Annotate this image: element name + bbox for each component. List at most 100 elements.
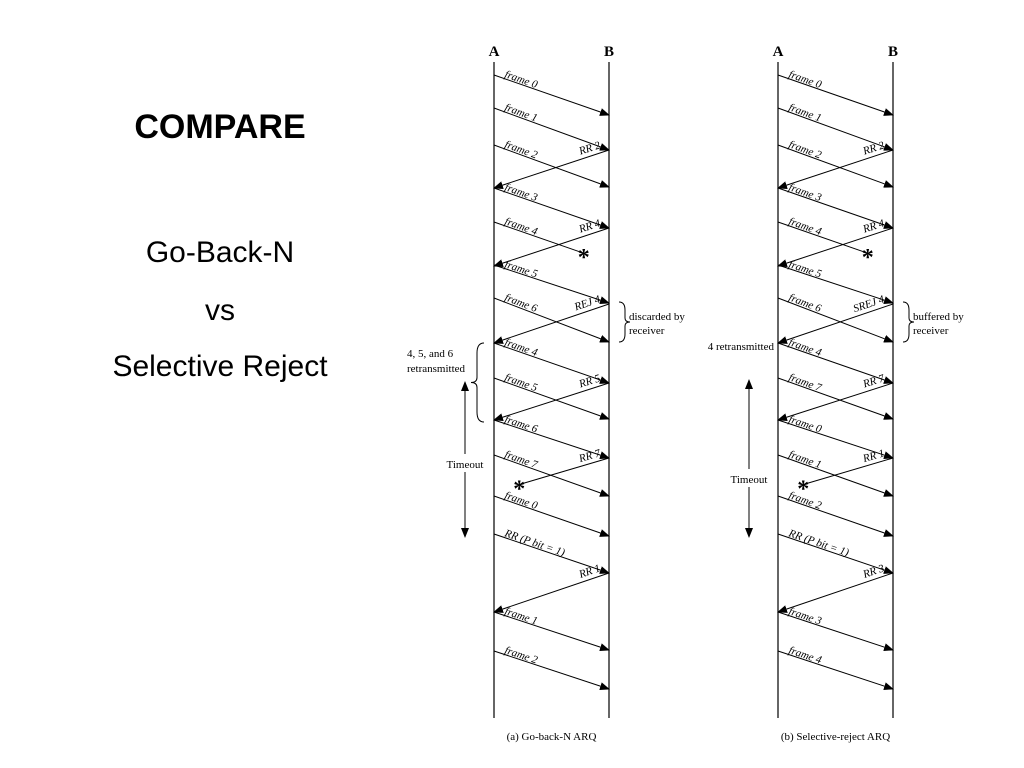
gbn-message-arrow-18	[493, 572, 610, 613]
gbn-message-arrow-15	[519, 457, 610, 485]
gbn-message-label-3: RR 2	[577, 139, 603, 158]
srej-message-arrow-5	[777, 221, 868, 254]
gbn-station-b: B	[604, 44, 614, 60]
gbn-message-label-10: frame 4	[503, 336, 539, 359]
srej-message-arrow-13	[777, 419, 894, 459]
gbn-message-arrow-20	[493, 650, 610, 690]
gbn-message-label-8: frame 6	[503, 292, 539, 316]
srej-message-label-13: frame 0	[787, 413, 823, 435]
gbn-message-label-6: RR 4	[577, 217, 603, 236]
gbn-message-label-0: frame 0	[503, 68, 539, 91]
srej-message-label-4: frame 3	[787, 181, 823, 204]
srej-lost-marker-5: *	[862, 245, 874, 271]
srej-message-label-10: frame 4	[787, 336, 823, 359]
gbn-message-label-14: frame 7	[503, 449, 539, 472]
srej-brace-label-1: buffered by	[913, 311, 964, 323]
srej-message-label-11: frame 7	[787, 372, 823, 395]
gbn-message-label-5: frame 4	[503, 215, 539, 238]
gbn-message-label-11: frame 5	[503, 372, 539, 395]
gbn-message-arrow-8	[493, 297, 610, 343]
gbn-message-label-9: REJ 4	[572, 293, 602, 313]
gbn-message-label-2: frame 2	[503, 139, 539, 162]
srej-message-label-12: RR 7	[861, 372, 887, 391]
gbn-message-label-17: RR (P bit = 1)	[502, 527, 567, 559]
srej-message-label-3: RR 2	[861, 139, 887, 158]
srej-message-arrow-2	[777, 144, 894, 188]
srej-message-label-7: frame 5	[787, 258, 823, 280]
srej-message-arrow-1	[777, 107, 894, 151]
srej-message-label-8: frame 6	[787, 292, 823, 316]
gbn-message-arrow-10	[493, 342, 610, 384]
srej-message-label-0: frame 0	[787, 68, 823, 91]
srej-message-label-18: RR 3	[861, 562, 887, 581]
srej-message-label-14: frame 1	[787, 449, 823, 472]
gbn-message-arrow-0	[493, 74, 610, 116]
srej-message-arrow-11	[777, 377, 894, 420]
srej-message-arrow-18	[777, 572, 894, 613]
gbn-message-arrow-11	[493, 377, 610, 420]
srej-lost-marker-15: *	[797, 477, 809, 503]
srej-message-arrow-19	[777, 611, 894, 651]
srej-message-arrow-3	[777, 149, 894, 189]
srej-message-arrow-12	[777, 382, 894, 422]
subtitle-vs: vs	[205, 294, 235, 327]
srej-message-arrow-4	[777, 187, 894, 229]
subtitle-go-back-n: Go-Back-N	[145, 236, 295, 269]
gbn-brace-label-1: discarded by	[629, 311, 685, 323]
gbn-message-arrow-1	[493, 107, 610, 151]
gbn-message-arrow-19	[493, 611, 610, 651]
srej-message-arrow-0	[777, 74, 894, 116]
srej-station-a: A	[773, 44, 784, 60]
gbn-message-label-12: RR 5	[577, 372, 603, 391]
srej-station-b: B	[888, 44, 898, 60]
srej-message-label-17: RR (P bit = 1)	[786, 527, 851, 559]
gbn-message-arrow-6	[493, 227, 610, 267]
gbn-station-a: A	[489, 44, 500, 60]
gbn-retransmit-label-1: 4, 5, and 6	[407, 348, 454, 360]
srej-message-arrow-15	[803, 457, 894, 485]
gbn-message-label-7: frame 5	[503, 258, 539, 280]
gbn-message-arrow-9	[493, 303, 610, 344]
srej-message-label-1: frame 1	[787, 102, 823, 125]
srej-message-arrow-8	[777, 297, 894, 343]
srej-message-arrow-9	[777, 303, 894, 344]
gbn-message-label-13: frame 6	[503, 413, 539, 435]
srej-brace-label-2: receiver	[913, 325, 949, 337]
srej-message-label-20: frame 4	[787, 644, 823, 666]
gbn-caption: (a) Go-back-N ARQ	[507, 731, 597, 743]
gbn-message-arrow-13	[493, 419, 610, 459]
gbn-message-label-1: frame 1	[503, 102, 539, 125]
gbn-message-arrow-12	[493, 382, 610, 422]
srej-message-arrow-20	[777, 650, 894, 690]
gbn-brace-right	[618, 301, 631, 343]
srej-message-label-15: RR 1	[861, 447, 886, 465]
gbn-message-arrow-3	[493, 149, 610, 189]
srej-retransmit-note: 4 retransmitted	[708, 341, 775, 353]
gbn-timeout-label: Timeout	[447, 459, 484, 471]
srej-timeout-label: Timeout	[731, 474, 768, 486]
gbn-message-label-4: frame 3	[503, 181, 539, 204]
gbn-message-label-18: RR 1	[577, 562, 602, 581]
gbn-message-arrow-7	[493, 264, 610, 304]
srej-message-label-5: frame 4	[787, 215, 823, 238]
srej-message-arrow-16	[777, 495, 894, 537]
srej-brace-right	[902, 301, 915, 343]
srej-message-label-2: frame 2	[787, 139, 823, 162]
gbn-message-arrow-2	[493, 144, 610, 188]
gbn-message-arrow-5	[493, 221, 584, 254]
srej-message-label-19: frame 3	[787, 605, 823, 627]
gbn-message-label-15: RR 7	[577, 447, 603, 465]
srej-message-arrow-10	[777, 342, 894, 384]
gbn-message-arrow-17	[493, 533, 610, 574]
gbn-message-arrow-4	[493, 187, 610, 229]
gbn-lost-marker-5: *	[578, 245, 590, 271]
srej-caption: (b) Selective-reject ARQ	[781, 731, 890, 743]
subtitle-selective-reject: Selective Reject	[112, 350, 328, 383]
gbn-retransmit-label-2: retransmitted	[407, 363, 466, 375]
gbn-brace-left	[470, 342, 485, 423]
srej-message-label-6: RR 4	[861, 217, 887, 236]
gbn-message-label-19: frame 1	[503, 605, 539, 627]
